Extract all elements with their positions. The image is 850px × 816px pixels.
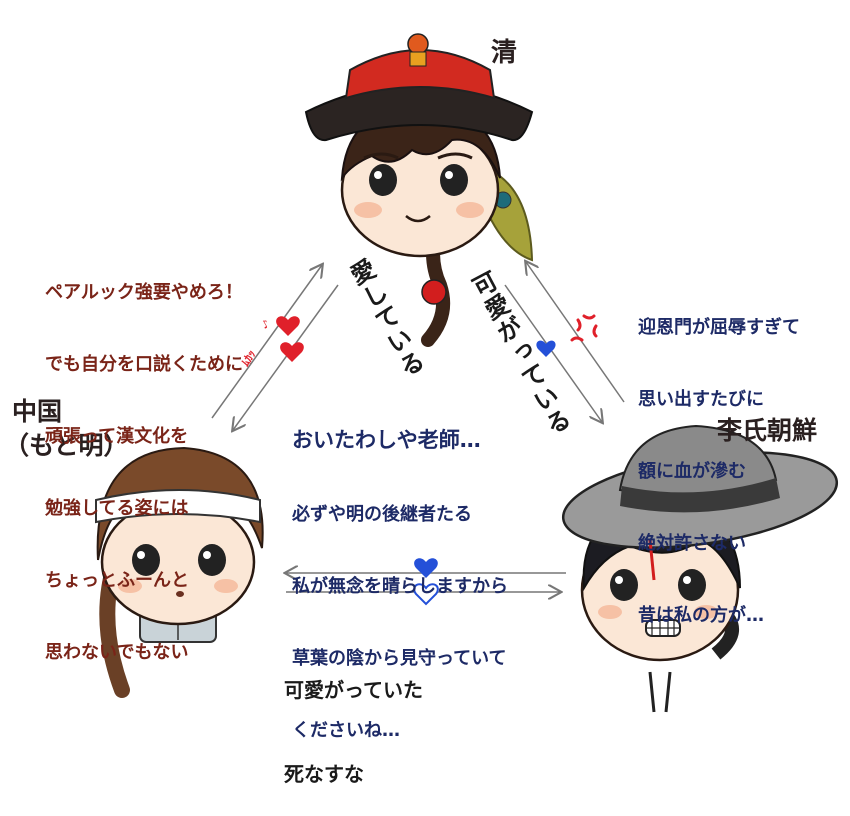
hearts (276, 316, 556, 606)
illustration (95, 33, 839, 713)
arrow-joseon-to-qing (526, 262, 625, 403)
red-bead (421, 279, 447, 305)
heart-outline-icon (413, 583, 439, 606)
heart-icon (280, 342, 304, 362)
joseon-name: 李氏朝鮮 (717, 416, 818, 445)
arrow-qing-to-joseon (504, 284, 602, 422)
qing-character (304, 33, 534, 347)
heart-icon (536, 340, 556, 357)
arrow-qing-to-china (233, 284, 339, 430)
joseon-character (561, 424, 839, 713)
joseon-to-qing-caption: 迎恩門が屈辱すぎて 思い出すたびに 額に血が滲む 絶対許さない 昔は私の方が… (638, 317, 800, 626)
china-name-note: （もと明） (4, 431, 129, 460)
china-to-qing-caption: ペアルック強要やめろ！ でも自分を口説くために 頑張って漢文化を 勉強してる姿に… (45, 282, 243, 663)
china-name: 中国 (12, 397, 63, 426)
qing-name: 清 (491, 38, 518, 68)
joseon-to-china-title: おいたわしや老師… (292, 428, 481, 452)
arrow-china-to-qing (211, 265, 322, 419)
heart-icon (414, 558, 438, 578)
china-to-joseon-caption: 可愛がっていた 死なすな (284, 678, 423, 786)
china-character (95, 446, 264, 698)
anger-mark-icon (570, 314, 598, 342)
heart-icon (276, 316, 300, 336)
